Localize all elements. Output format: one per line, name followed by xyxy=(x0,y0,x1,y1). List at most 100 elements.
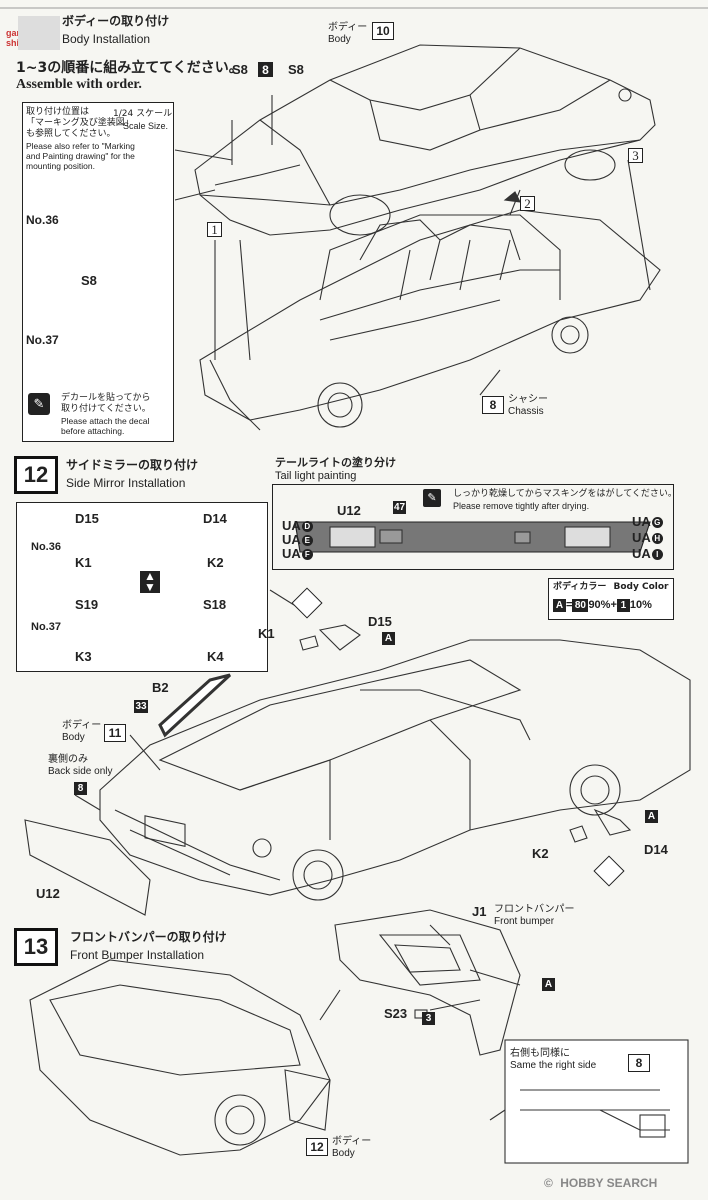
body11-part-number: 11 xyxy=(104,724,126,742)
step11-title-en: Body Installation xyxy=(62,32,151,46)
back-side-en: Back side only xyxy=(48,766,113,777)
paint-icon: ✎ xyxy=(423,489,441,507)
part-s8-number: 8 xyxy=(258,62,273,77)
mirror-no36: No.36 xyxy=(31,541,61,553)
mirror-s18: S18 xyxy=(203,597,227,612)
mask-note-en: Please remove tightly after drying. xyxy=(453,501,590,511)
step13-number: 13 xyxy=(14,928,58,966)
panel-label-no37: No.37 xyxy=(26,333,59,347)
body12-part-number: 12 xyxy=(306,1138,328,1156)
step11-title-jp: ボディーの取り付け xyxy=(62,14,170,28)
tail-part-u12: U12 xyxy=(337,503,361,518)
mount-note-en3: mounting position. xyxy=(26,161,95,171)
panel-label-no36: No.36 xyxy=(26,213,59,227)
mount-note-jp1: 取り付け位置は xyxy=(26,107,90,117)
decal-note-jp2: 取り付けてください。 xyxy=(61,404,151,414)
part-s8-left: S8 xyxy=(232,62,248,77)
body12-label-en: Body xyxy=(332,1148,355,1159)
assembly-order-box: 1~3の順番に組み立ててください。 Assemble with order. xyxy=(16,60,260,96)
body12-label-jp: ボディー xyxy=(332,1136,372,1147)
s23-color: 3 xyxy=(422,1012,435,1025)
step13-title-jp: フロントバンパーの取り付け xyxy=(70,930,227,944)
decal-note-jp1: デカールを貼ってから xyxy=(61,393,151,403)
tail-light-box: ✎ しっかり乾燥してからマスキングをはがしてください。 Please remov… xyxy=(272,484,677,570)
label-k1: K1 xyxy=(258,626,275,641)
chassis-label-jp: シャシー xyxy=(508,394,548,405)
mirror-s19: S19 xyxy=(75,597,99,612)
label-u12: U12 xyxy=(36,886,60,901)
body-part-number: 10 xyxy=(372,22,394,40)
mirror-d14: D14 xyxy=(203,511,227,526)
front-body-outline xyxy=(29,959,331,1156)
body-label-en: Body xyxy=(328,34,351,45)
step11-number xyxy=(18,16,60,50)
body11-label-en: Body xyxy=(62,732,85,743)
step13-title-en: Front Bumper Installation xyxy=(70,948,205,962)
mirror-no37: No.37 xyxy=(31,621,61,633)
part-s8-right: S8 xyxy=(288,62,304,77)
label-j1: J1 xyxy=(472,904,487,919)
mirror-k2: K2 xyxy=(207,555,224,570)
tail-light-title-jp: テールライトの塗り分け xyxy=(275,456,396,469)
chassis-label-en: Chassis xyxy=(508,406,544,417)
label-d15: D15 xyxy=(368,614,392,629)
label-k2: K2 xyxy=(532,846,549,861)
mount-note-jp2: 「マーキング及び塗装図」 xyxy=(26,118,134,128)
body-label-jp: ボディー xyxy=(328,22,368,33)
same-side-jp: 右側も同様に xyxy=(510,1048,570,1059)
j1-label-en: Front bumper xyxy=(494,916,555,927)
mount-note-en2: and Painting drawing" for the xyxy=(26,151,135,161)
back-side-jp: 裏側のみ xyxy=(48,754,88,765)
back-side-color: 8 xyxy=(74,782,87,795)
b2-color-number: 33 xyxy=(134,700,148,713)
decal-note-en2: before attaching. xyxy=(61,426,125,436)
mirror-k3: K3 xyxy=(75,649,92,664)
swap-arrows-icon: ▲▼ xyxy=(140,570,160,593)
same-side-en: Same the right side xyxy=(510,1060,597,1071)
mount-note-en1: Please also refer to "Marking xyxy=(26,141,135,151)
panel-part-s8: S8 xyxy=(81,273,97,288)
label-b2: B2 xyxy=(152,680,169,695)
paint-a-mark-1: A xyxy=(382,632,395,645)
assembly-order-en: Assemble with order. xyxy=(16,76,142,92)
j1-label-jp: フロントバンパー xyxy=(494,904,575,915)
scale-jp: 1/24 スケール xyxy=(113,109,173,119)
label-d14: D14 xyxy=(644,842,668,857)
assembly-order-jp: 1~3の順番に組み立ててください。 xyxy=(16,60,243,76)
chassis-outline xyxy=(199,209,661,421)
chassis-part-number: 8 xyxy=(482,396,504,414)
step12-title-jp: サイドミラーの取り付け xyxy=(66,458,199,472)
mirror-d15: D15 xyxy=(75,511,99,526)
mirror-variant-box: No.36 D15 D14 K1 K2 ▲▼ No.37 S19 S18 K3 … xyxy=(16,502,268,672)
order-step-1: 1 xyxy=(207,222,222,237)
label-s23: S23 xyxy=(384,1006,408,1021)
front-bumper-outline xyxy=(334,909,521,1056)
body11-label-jp: ボディー xyxy=(62,720,102,731)
rear-body-outline xyxy=(99,639,691,896)
tail-light-title-en: Tail light painting xyxy=(275,470,357,482)
step12-title-en: Side Mirror Installation xyxy=(66,476,186,490)
decal-icon: ✎ xyxy=(28,393,50,415)
mask-note-jp: しっかり乾燥してからマスキングをはがしてください。 xyxy=(453,489,677,499)
body-color-title: ボディカラー Body Color xyxy=(553,582,669,592)
paint-a-mark-2: A xyxy=(645,810,658,823)
same-side-number: 8 xyxy=(628,1054,650,1072)
footer-brand: © HOBBY SEARCH xyxy=(544,1176,658,1190)
scale-en: Scale Size. xyxy=(123,121,169,131)
mirror-k4: K4 xyxy=(207,649,224,664)
mounting-reference-box: 取り付け位置は 「マーキング及び塗装図」 も参照してください。 Please a… xyxy=(22,102,174,442)
order-step-2: 2 xyxy=(520,196,535,211)
decal-note-en1: Please attach the decal xyxy=(61,416,150,426)
mount-note-jp3: も参照してください。 xyxy=(26,129,116,139)
step12-number: 12 xyxy=(14,456,58,494)
paint-a-mark-3: A xyxy=(542,978,555,991)
